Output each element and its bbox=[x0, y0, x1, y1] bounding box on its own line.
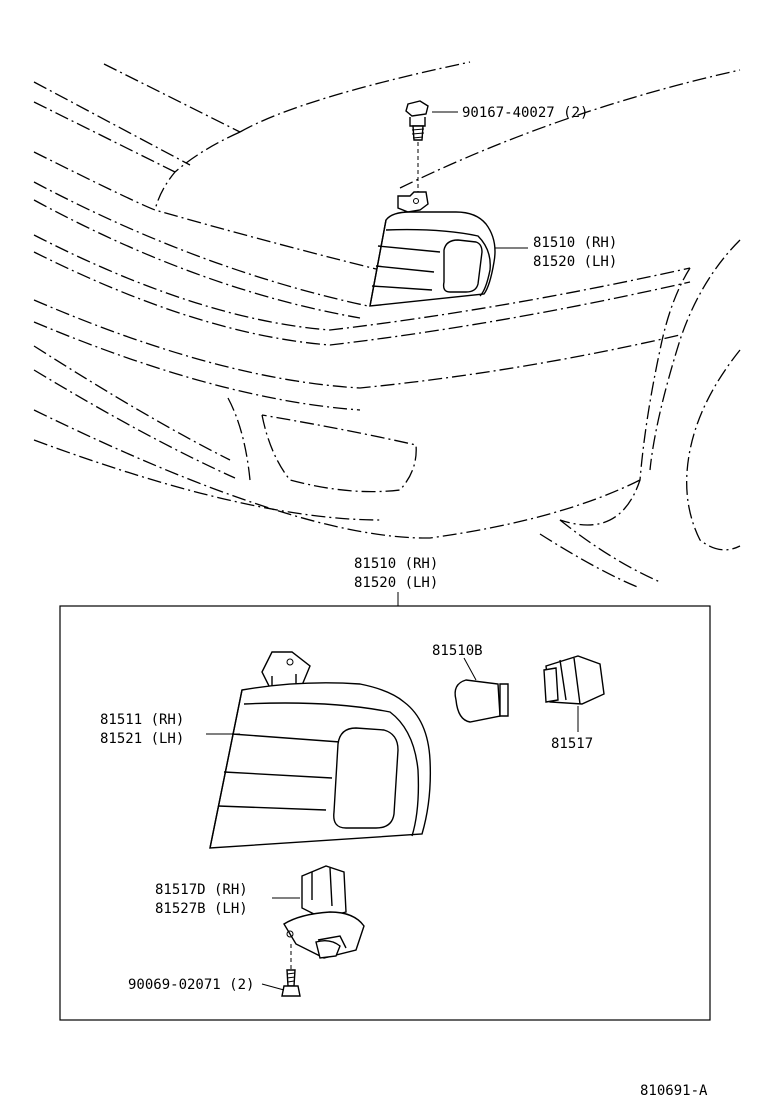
label-small-screw: 90069-02071 (2) bbox=[128, 977, 254, 993]
bracket-icon bbox=[283, 865, 365, 959]
side-marker-lamp-installed bbox=[369, 191, 496, 307]
label-bracket-lh: 81527B (LH) bbox=[155, 901, 248, 917]
screw-90167-icon bbox=[405, 100, 429, 196]
label-assembly-rh: 81510 (RH) bbox=[354, 556, 438, 572]
label-screw-90167: 90167-40027 (2) bbox=[462, 105, 588, 121]
screw-90069-icon bbox=[281, 944, 301, 997]
assembly-box bbox=[59, 605, 711, 1021]
car-body-outline bbox=[33, 61, 741, 589]
label-lens-rh: 81511 (RH) bbox=[100, 712, 184, 728]
label-lens-lh: 81521 (LH) bbox=[100, 731, 184, 747]
socket-icon bbox=[543, 655, 605, 705]
label-lamp-lh-top: 81520 (LH) bbox=[533, 254, 617, 270]
label-lamp-rh-top: 81510 (RH) bbox=[533, 235, 617, 251]
bulb-icon bbox=[454, 679, 509, 723]
label-assembly-lh: 81520 (LH) bbox=[354, 575, 438, 591]
label-bulb: 81510B bbox=[432, 643, 483, 659]
label-socket: 81517 bbox=[551, 736, 593, 752]
label-bracket-rh: 81517D (RH) bbox=[155, 882, 248, 898]
diagram-id: 810691-A bbox=[640, 1083, 708, 1099]
leader-small-screw bbox=[261, 983, 285, 991]
lamp-lens-icon bbox=[209, 651, 431, 849]
leader-bulb bbox=[463, 657, 477, 681]
